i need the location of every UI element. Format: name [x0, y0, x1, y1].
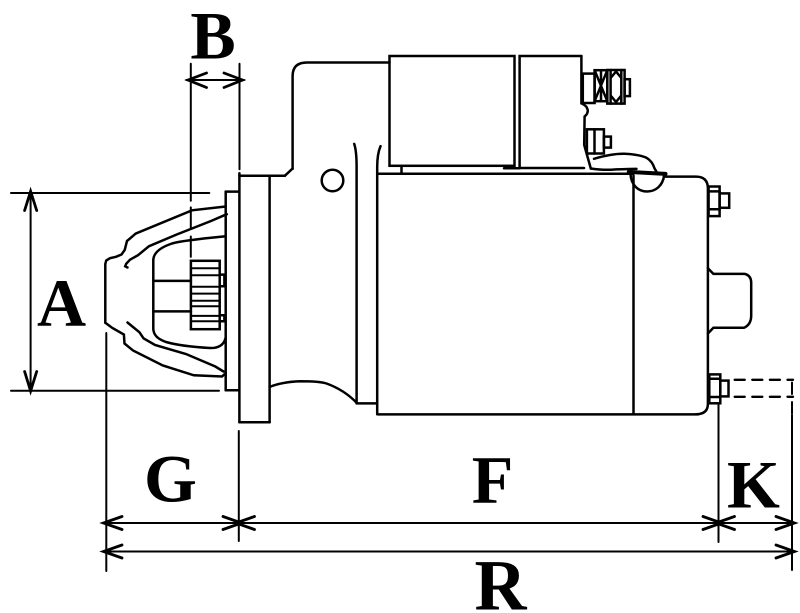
- svg-text:K: K: [727, 447, 780, 523]
- svg-text:F: F: [472, 442, 514, 518]
- svg-text:B: B: [190, 0, 235, 74]
- svg-text:R: R: [475, 546, 528, 613]
- svg-text:G: G: [144, 441, 197, 517]
- svg-text:A: A: [37, 265, 86, 341]
